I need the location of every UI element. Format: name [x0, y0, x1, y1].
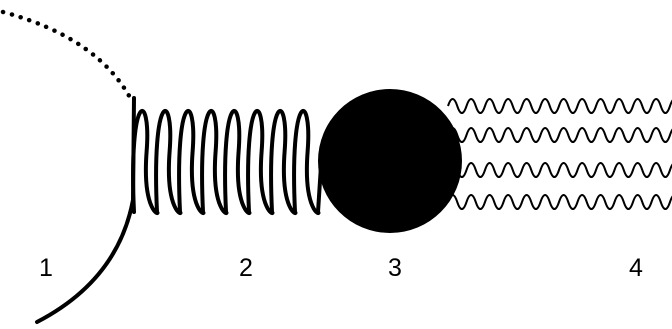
- wavy-line-2: [448, 128, 672, 142]
- label-1: 1: [39, 254, 53, 282]
- black-ball: [318, 89, 462, 233]
- solid-arc: [37, 98, 134, 322]
- label-3: 3: [388, 254, 402, 282]
- dotted-arc: [3, 12, 133, 103]
- label-4: 4: [629, 254, 643, 282]
- label-2: 2: [239, 254, 253, 282]
- coil-spring: [133, 111, 322, 213]
- wavy-line-3: [448, 163, 672, 177]
- wavy-line-1: [448, 99, 672, 113]
- wavy-line-4: [448, 195, 672, 209]
- wavy-lines: [448, 99, 672, 209]
